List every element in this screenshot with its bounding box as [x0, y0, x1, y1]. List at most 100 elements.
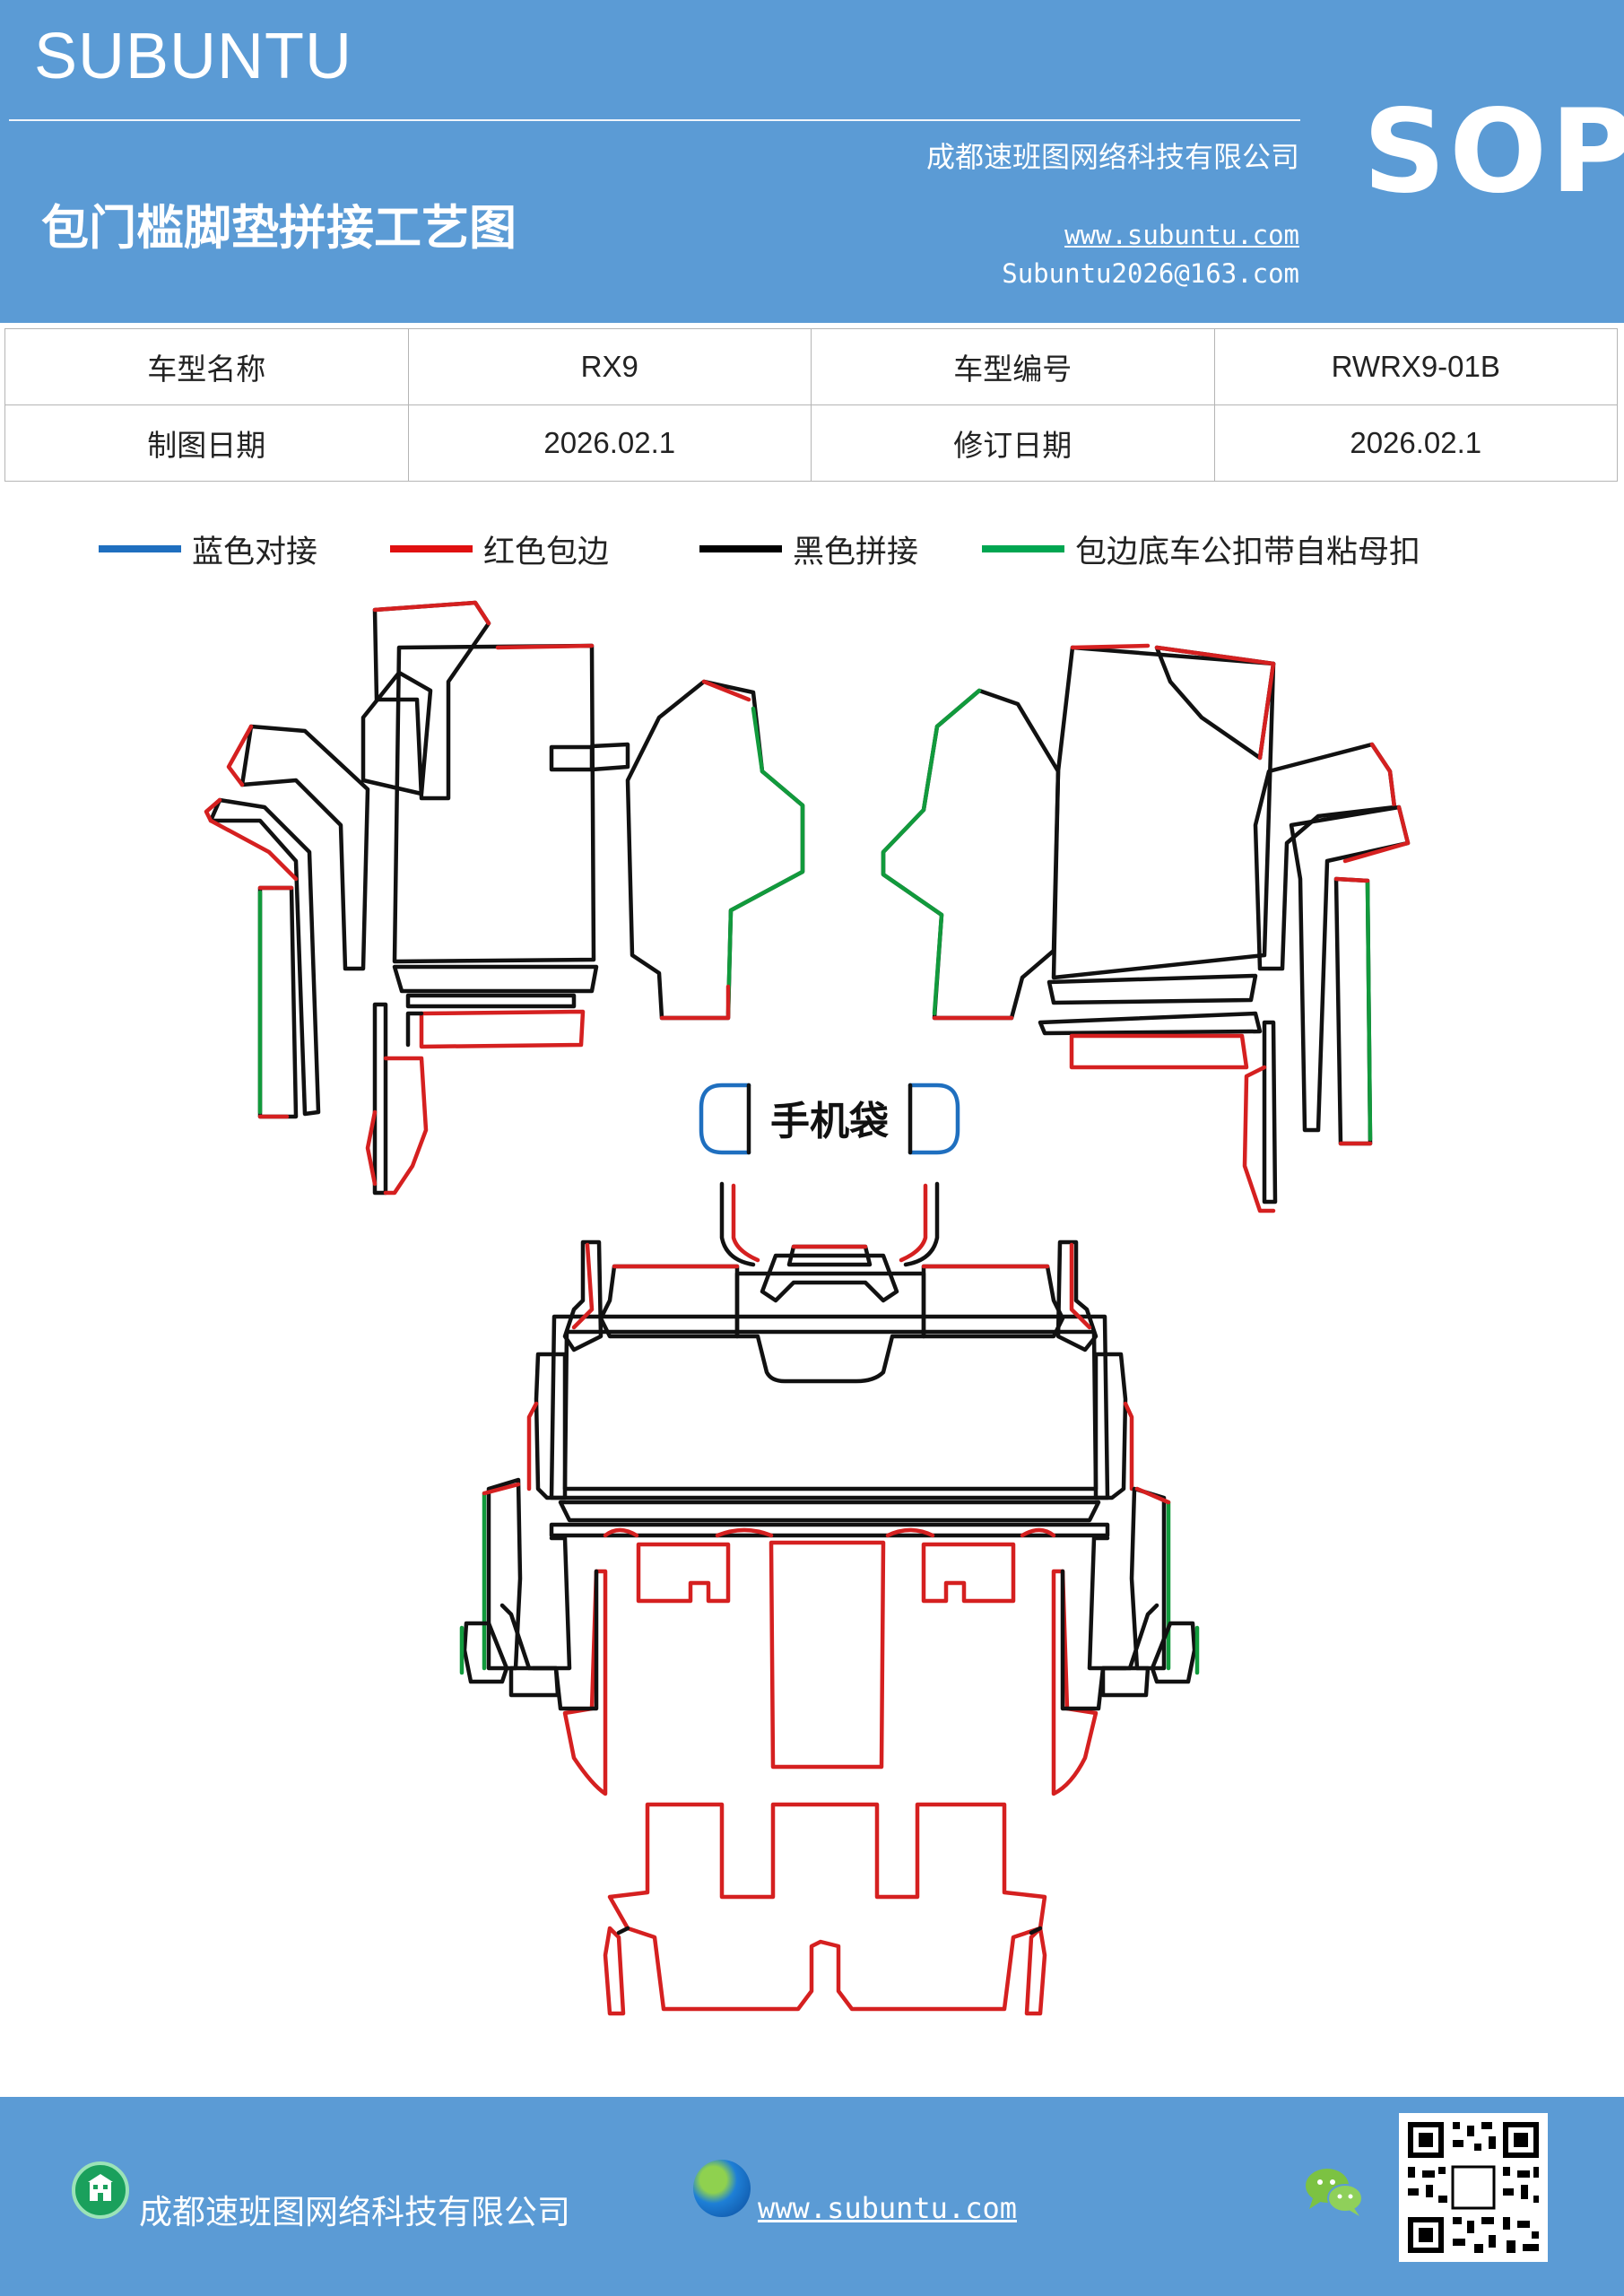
right-seat-corner [1150, 1621, 1197, 1684]
door-mat-left [625, 679, 805, 1021]
wechat-icon [1306, 2169, 1363, 2216]
middle-right-outer-strip [1129, 1486, 1167, 1671]
console-stub-left [719, 1181, 756, 1267]
phone-pocket-label: 手机袋 [770, 1099, 889, 1144]
legend-item-black: 黑色拼接 [699, 525, 918, 573]
right-long-sill-black [1060, 1569, 1159, 1711]
right-side-sill-green [1365, 881, 1373, 1142]
right-step-bar-2 [1038, 1011, 1263, 1036]
right-lower-floor-tab [921, 1542, 1016, 1604]
sop-badge: SOP [1363, 85, 1624, 219]
floor-mat-diagram: 手机袋 [204, 600, 1411, 2016]
email-address: Subuntu2026@163.com [1002, 258, 1299, 289]
middle-row-border [549, 1314, 1110, 1500]
middle-crossbar-red [603, 1527, 1056, 1538]
legend-label-blue: 蓝色对接 [192, 534, 318, 570]
front-right-mat-red [1070, 643, 1151, 650]
left-lower-sill-black [405, 1011, 424, 1048]
left-long-sill-black-2 [531, 1535, 572, 1671]
third-row-main-mat [607, 1802, 1047, 2012]
left-side-sill-red [257, 885, 294, 1119]
middle-row-mat-group [482, 1181, 1171, 1671]
right-step-bar [1046, 973, 1258, 1005]
right-seat-corner-2 [1100, 1665, 1151, 1698]
middle-left-outer-strip [486, 1477, 523, 1671]
legend-swatch-black [699, 545, 782, 552]
left-pillar-panel [372, 600, 491, 801]
label-model-name: 车型名称 [4, 328, 409, 405]
label-drawing-date: 制图日期 [4, 404, 409, 482]
table-row: 车型名称 RX9 车型编号 RWRX9-01B [4, 328, 1618, 405]
company-name: 成都速班图网络科技有限公司 [925, 140, 1299, 174]
door-mat-left-group [625, 679, 805, 1021]
globe-icon [693, 2160, 751, 2217]
left-narrow-strip-red [383, 1056, 429, 1196]
footer-company-name: 成都速班图网络科技有限公司 [139, 2193, 570, 2231]
middle-row-main-mat [562, 1329, 1099, 1492]
legend-swatch-green [982, 545, 1064, 552]
left-side-sill [257, 885, 299, 1119]
middle-left-pillar [562, 1239, 604, 1352]
phone-pocket-group: 手机袋 [699, 1083, 960, 1155]
console-stub-right [903, 1181, 940, 1267]
middle-row-top-left [598, 1264, 740, 1339]
third-row-right-end [1024, 1926, 1047, 2016]
legend-label-black: 黑色拼接 [793, 534, 919, 570]
legend-label-green: 包边底车公扣带自粘母扣 [1075, 534, 1421, 570]
front-left-mat [392, 643, 596, 964]
middle-right-pillar [1055, 1239, 1099, 1352]
right-narrow-strip [1262, 1020, 1278, 1205]
left-pillar-inner [360, 670, 433, 796]
right-long-sill [1051, 1569, 1099, 1796]
left-seat-corner [462, 1621, 509, 1684]
door-mat-right [881, 688, 1061, 1021]
website-link[interactable]: www.subuntu.com [1064, 220, 1299, 250]
footer-website-link[interactable]: www.subuntu.com [758, 2191, 1017, 2225]
value-model-name: RX9 [407, 328, 812, 405]
label-revision-date: 修订日期 [811, 404, 1215, 482]
middle-left-side-red [526, 1401, 539, 1492]
door-mat-right-green [881, 688, 982, 1016]
right-arch-red [1369, 742, 1397, 810]
left-pillar-top-red [372, 600, 491, 626]
right-side-sill-red [1333, 876, 1373, 1146]
third-row-right-end-black [1029, 1926, 1043, 1935]
tunnel-floor-mat [769, 1540, 886, 1770]
document-title: 包门槛脚垫拼接工艺图 [41, 200, 517, 256]
middle-right-outer-strip-red [1134, 1486, 1171, 1505]
console-stub-right-red [899, 1183, 928, 1263]
upper-left-mat-group [204, 600, 630, 1196]
legend-item-blue: 蓝色对接 [99, 525, 317, 573]
middle-left-side-panel [534, 1352, 568, 1500]
left-narrow-strip [372, 1002, 388, 1196]
qr-code [1399, 2113, 1548, 2262]
legend-label-red: 红色包边 [483, 534, 610, 570]
right-pillar-red [1154, 645, 1276, 761]
middle-left-pillar-red [571, 1242, 595, 1330]
color-legend: 蓝色对接 红色包边 黑色拼接 包边底车公扣带自粘母扣 [0, 525, 1624, 578]
left-step-bar-2 [405, 993, 577, 1009]
left-console-tab-2 [589, 742, 630, 772]
left-lower-floor-tab [636, 1542, 731, 1604]
right-arch-strip-red [1342, 804, 1411, 864]
phone-pocket-left-tab [699, 1083, 751, 1155]
middle-right-pillar-red [1069, 1242, 1092, 1330]
left-step-bar [392, 964, 599, 994]
right-narrow-strip-red [1242, 1065, 1276, 1213]
third-row-mat-group [603, 1802, 1047, 2016]
console-tunnel-mat [734, 1271, 926, 1384]
third-row-left-end [603, 1926, 626, 2016]
left-arch-strip-red [204, 797, 299, 882]
middle-right-side-panel [1093, 1352, 1128, 1500]
legend-item-green: 包边底车公扣带自粘母扣 [982, 525, 1420, 573]
header-band: SUBUNTU 包门槛脚垫拼接工艺图 成都速班图网络科技有限公司 www.sub… [0, 0, 1624, 323]
footer-band: 成都速班图网络科技有限公司 www.subuntu.com [0, 2097, 1624, 2296]
middle-right-side-red [1123, 1401, 1134, 1492]
left-console-tab [549, 744, 595, 772]
left-narrow-strip-red-2 [365, 1109, 378, 1187]
left-seat-corner-2 [508, 1665, 560, 1698]
console-stub-left-red [731, 1183, 760, 1263]
front-left-mat-red-edge [495, 643, 595, 650]
building-icon [72, 2161, 129, 2219]
middle-row-lower-group [459, 1535, 1200, 1796]
